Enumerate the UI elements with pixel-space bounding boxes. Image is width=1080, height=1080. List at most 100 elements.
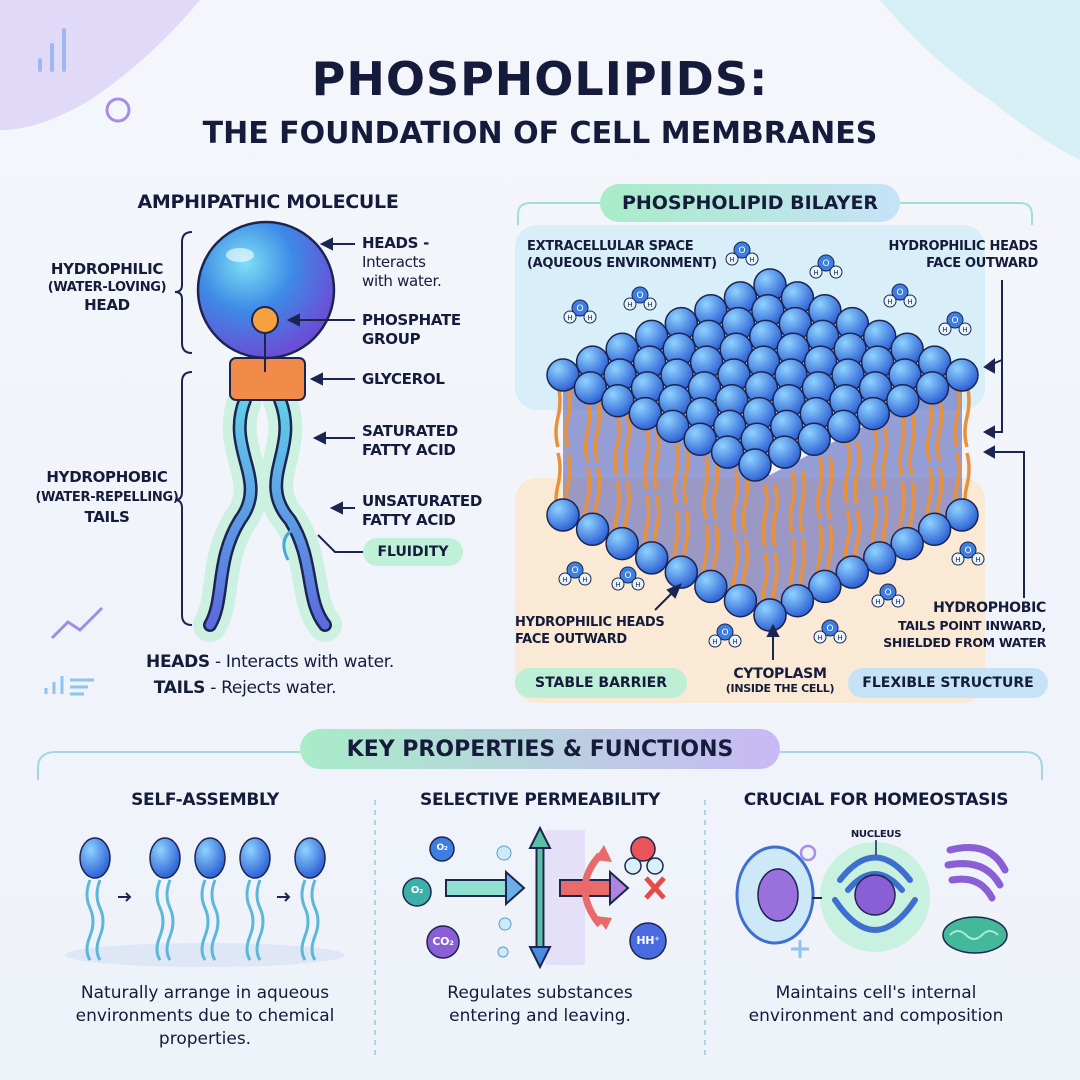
lipid-tail bbox=[210, 879, 220, 961]
atom bbox=[611, 577, 625, 591]
atom-label: H bbox=[817, 634, 822, 642]
homeostasis-desc: Maintains cell's internal environment an… bbox=[749, 982, 1004, 1028]
atom-label: H bbox=[627, 301, 632, 309]
label-line: TAILS bbox=[84, 508, 130, 526]
atom bbox=[813, 630, 827, 644]
label-line: FATTY ACID bbox=[362, 441, 456, 459]
lipid-head bbox=[917, 512, 952, 547]
lipid-tail bbox=[564, 384, 572, 448]
label-line: PHOSPHATE bbox=[362, 311, 461, 329]
properties-frame bbox=[37, 751, 1043, 780]
atom bbox=[817, 254, 835, 272]
atom bbox=[558, 572, 572, 586]
lipid-tail bbox=[826, 456, 834, 519]
bar-chart-icon bbox=[38, 28, 66, 72]
atom bbox=[959, 541, 977, 559]
hydrophobic-tails-label: HYDROPHOBIC TAILS POINT INWARD, SHIELDED… bbox=[883, 600, 1046, 651]
lipid-tail bbox=[731, 470, 740, 534]
label-line: EXTRACELLULAR SPACE bbox=[527, 239, 694, 254]
nucleus-label: NUCLEUS bbox=[850, 829, 902, 840]
o2-molecule: O₂ bbox=[436, 843, 448, 853]
lipid-head bbox=[767, 435, 802, 469]
tail-brace bbox=[174, 371, 193, 626]
label-line: (AQUEOUS ENVIRONMENT) bbox=[527, 256, 717, 271]
selective-permeability-illustration bbox=[402, 825, 667, 970]
atom-label: H bbox=[615, 581, 620, 589]
atom bbox=[821, 619, 839, 637]
lipid-tail bbox=[672, 441, 681, 505]
atom-label: O bbox=[721, 628, 728, 638]
atom bbox=[733, 241, 751, 259]
lipid-tail bbox=[200, 879, 210, 961]
summary-key: TAILS bbox=[153, 678, 206, 698]
lipid-tail bbox=[843, 441, 852, 505]
atom-label: H bbox=[975, 556, 980, 564]
cytoplasm-label: CYTOPLASM (INSIDE THE CELL) bbox=[726, 666, 835, 695]
atom bbox=[728, 634, 742, 648]
lipid-tail bbox=[613, 413, 621, 477]
lipid-head bbox=[546, 358, 580, 392]
lipid-tail bbox=[255, 879, 265, 961]
glycerol-callout: GLYCEROL bbox=[362, 370, 445, 388]
atom bbox=[891, 594, 905, 608]
stable-barrier-badge: STABLE BARRIER bbox=[515, 668, 687, 698]
lipid-head bbox=[856, 396, 891, 431]
summary-key: HEADS bbox=[146, 652, 210, 672]
atom bbox=[951, 552, 965, 566]
lipid-tail bbox=[300, 879, 310, 961]
properties-heading: KEY PROPERTIES & FUNCTIONS bbox=[300, 729, 780, 769]
atom-label: H bbox=[582, 576, 587, 584]
atom-label: H bbox=[942, 326, 947, 334]
lipid-head bbox=[886, 383, 920, 418]
atom-label: H bbox=[562, 576, 567, 584]
lipid-head bbox=[294, 837, 326, 879]
atom-label: H bbox=[635, 581, 640, 589]
lipid-head bbox=[79, 837, 111, 879]
molecule-heading: AMPHIPATHIC MOLECULE bbox=[137, 191, 399, 213]
label-line: HEAD bbox=[84, 296, 130, 314]
atom bbox=[879, 583, 897, 601]
lipid-head bbox=[239, 837, 271, 879]
atom-label: O bbox=[636, 291, 643, 301]
label-line: Interacts bbox=[362, 253, 426, 271]
extracellular-label: EXTRACELLULAR SPACE (AQUEOUS ENVIRONMENT… bbox=[527, 238, 717, 272]
atom bbox=[578, 572, 592, 586]
atom bbox=[623, 297, 637, 311]
lipid-tail bbox=[741, 470, 750, 534]
trend-icon bbox=[50, 606, 104, 640]
atom bbox=[708, 634, 722, 648]
co2-molecule: CO₂ bbox=[432, 935, 454, 948]
atom bbox=[938, 322, 952, 336]
desc-line: Regulates substances bbox=[447, 983, 633, 1003]
homeostasis-title: CRUCIAL FOR HOMEOSTASIS bbox=[743, 790, 1009, 810]
lipid-head bbox=[835, 555, 870, 589]
lipid-tail bbox=[623, 413, 631, 477]
lipid-tail bbox=[165, 879, 175, 961]
atom-label: H bbox=[837, 634, 842, 642]
atom bbox=[619, 566, 637, 584]
lipid-head bbox=[683, 422, 717, 457]
label-line: SHIELDED FROM WATER bbox=[883, 635, 1046, 650]
lipid-head bbox=[694, 569, 728, 604]
atom-label: H bbox=[887, 298, 892, 306]
phosphate-callout: PHOSPHATE GROUP bbox=[362, 311, 461, 349]
lipid-tail bbox=[761, 484, 769, 548]
label-line: FACE OUTWARD bbox=[515, 632, 627, 647]
desc-line: Maintains cell's internal bbox=[775, 983, 977, 1003]
lipid-tail bbox=[935, 398, 944, 462]
lipid-head bbox=[546, 498, 580, 532]
lipid-tail bbox=[554, 384, 562, 448]
label-line: HYDROPHILIC bbox=[50, 260, 164, 278]
callout-arrows bbox=[286, 237, 363, 553]
bilayer-frame bbox=[517, 202, 1033, 225]
desc-line: entering and leaving. bbox=[449, 1006, 631, 1026]
atom-label: H bbox=[749, 256, 754, 264]
atom-label: H bbox=[732, 638, 737, 646]
label-line: HYDROPHOBIC bbox=[933, 600, 1046, 616]
